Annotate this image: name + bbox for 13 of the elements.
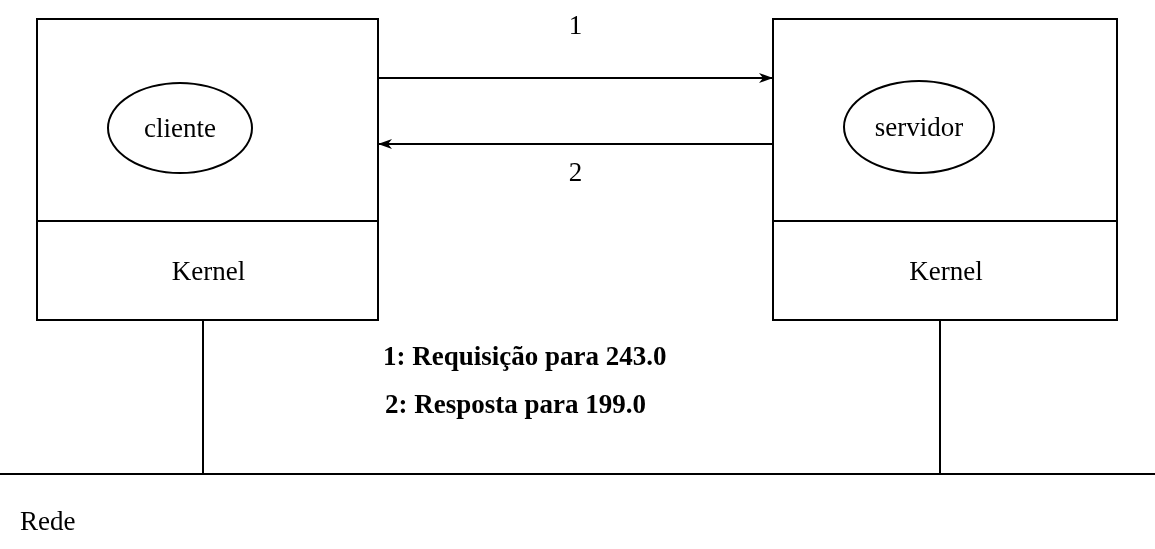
- machine-box: [36, 18, 379, 321]
- network-label: Rede: [20, 505, 76, 538]
- message-note: 2: Resposta para 199.0: [385, 391, 646, 418]
- connector-line: [939, 320, 941, 474]
- arrow: [378, 139, 773, 149]
- process-ellipse: cliente: [107, 82, 253, 174]
- kernel-layer: Kernel: [38, 220, 379, 321]
- connector-line: [202, 320, 204, 474]
- message-note: 1: Requisição para 243.0: [383, 343, 667, 370]
- process-ellipse: servidor: [843, 80, 995, 174]
- arrow: [378, 73, 773, 83]
- kernel-layer: Kernel: [774, 220, 1118, 321]
- machine-box: [772, 18, 1118, 321]
